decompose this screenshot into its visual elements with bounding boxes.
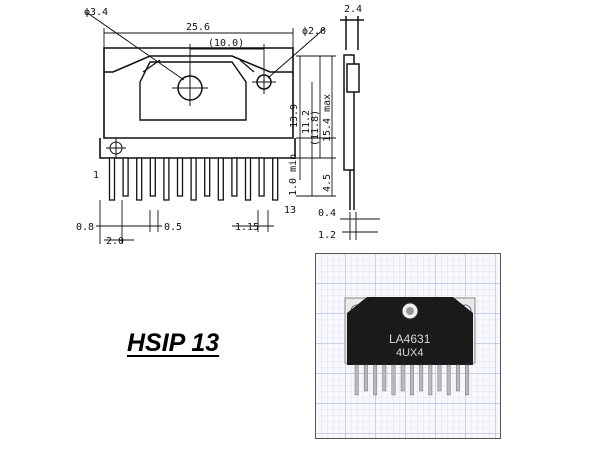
dim-h-11-2: 11.2 <box>301 110 312 134</box>
lead <box>136 157 143 201</box>
photo-lead <box>419 364 424 392</box>
dim-pitch-2-0: 2.0 <box>106 236 124 247</box>
dim-lead-1-15: 1.15 <box>235 222 259 233</box>
dim-min-1-0: 1.0 min <box>288 154 299 196</box>
photo-leads <box>354 364 470 396</box>
dim-hole-right: ϕ2.0 <box>302 26 326 37</box>
photo-lead <box>373 364 378 396</box>
marking-line1: LA4631 <box>389 332 431 346</box>
marking-line2: 4UX4 <box>396 347 424 359</box>
dim-lead-0-5: 0.5 <box>164 222 182 233</box>
lead <box>231 157 238 197</box>
lead <box>190 157 197 201</box>
pin-last: 13 <box>284 205 296 216</box>
photo-lead <box>363 364 368 392</box>
lead <box>258 157 265 197</box>
lead <box>122 157 129 197</box>
dimension-lines <box>96 28 380 244</box>
lead <box>272 157 279 201</box>
photo-lead <box>437 364 442 392</box>
photo-lead <box>391 364 396 396</box>
dim-h-15-4: 15.4 max <box>322 94 333 142</box>
photo-lead <box>455 364 460 392</box>
dim-lead-len: 4.5 <box>322 174 333 192</box>
pin-first: 1 <box>93 170 99 181</box>
photo-lead <box>428 364 433 396</box>
package-name: HSIP 13 <box>127 329 220 357</box>
photo-lead <box>400 364 405 392</box>
dim-lead-1-2: 1.2 <box>318 230 336 241</box>
lead <box>244 157 252 201</box>
dim-pitch-0-8: 0.8 <box>76 222 94 233</box>
lead <box>108 157 116 201</box>
leads <box>108 157 279 201</box>
photo-lead <box>409 364 414 396</box>
dim-h-13-9: 13.9 <box>289 104 300 128</box>
lead <box>217 157 224 201</box>
lead <box>176 157 184 197</box>
photo-lead <box>465 364 470 396</box>
side-view <box>340 16 364 210</box>
dimension-labels: ϕ3.4 25.6 (10.0) ϕ2.0 2.4 13.9 11.2 (11.… <box>76 4 362 247</box>
photo-lead <box>382 364 387 392</box>
photo-lead <box>446 364 451 396</box>
dim-side-thickness: 2.4 <box>344 4 362 15</box>
photo-lead <box>354 364 359 396</box>
lead <box>204 157 211 197</box>
dim-total-width: 25.6 <box>186 22 210 33</box>
dim-hole-left: ϕ3.4 <box>84 7 108 18</box>
lead <box>163 157 170 201</box>
chip-photo: LA4631 4UX4 <box>315 253 501 439</box>
chip-body <box>347 297 473 365</box>
lead <box>149 157 156 197</box>
dim-h-11-8: (11.8) <box>310 110 321 146</box>
front-view <box>99 47 296 159</box>
dim-lead-0-4: 0.4 <box>318 208 336 219</box>
dim-hole-spacing: (10.0) <box>208 38 244 49</box>
